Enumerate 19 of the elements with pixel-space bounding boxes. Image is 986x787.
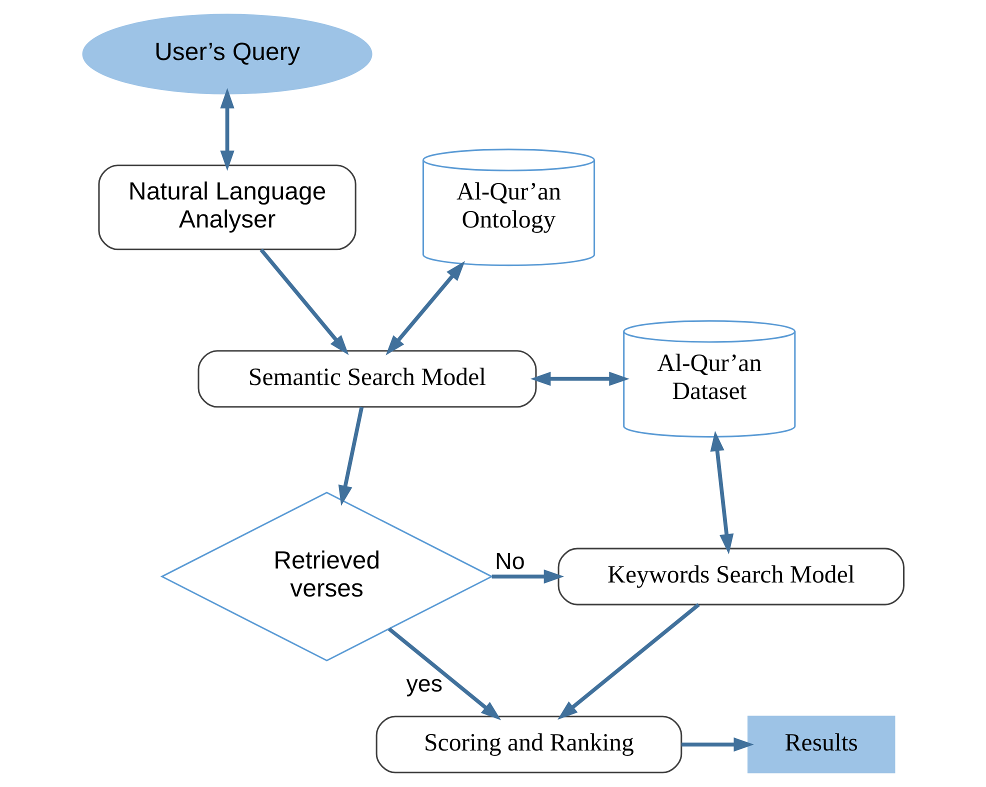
node-diamond: Retrieved verses (160, 492, 493, 662)
node-box: Scoring and Ranking (375, 716, 682, 774)
arrow (259, 248, 348, 356)
node-box: Keywords Search Model (557, 548, 904, 606)
arrow (557, 603, 700, 720)
node-ellipse: User’s Query (82, 14, 372, 94)
arrow (338, 406, 364, 506)
edge-label: No (494, 548, 524, 574)
arrow (385, 260, 465, 356)
arrow (710, 430, 734, 554)
arrow (387, 627, 501, 720)
node-box: Semantic Search Model (197, 350, 536, 408)
arrow (220, 88, 234, 171)
arrow (680, 737, 754, 752)
edge-label: yes (406, 670, 442, 697)
arrow (530, 372, 629, 386)
node-box: Results (746, 716, 895, 774)
node-box: Natural Language Analyser (98, 164, 356, 250)
arrow (491, 569, 564, 584)
